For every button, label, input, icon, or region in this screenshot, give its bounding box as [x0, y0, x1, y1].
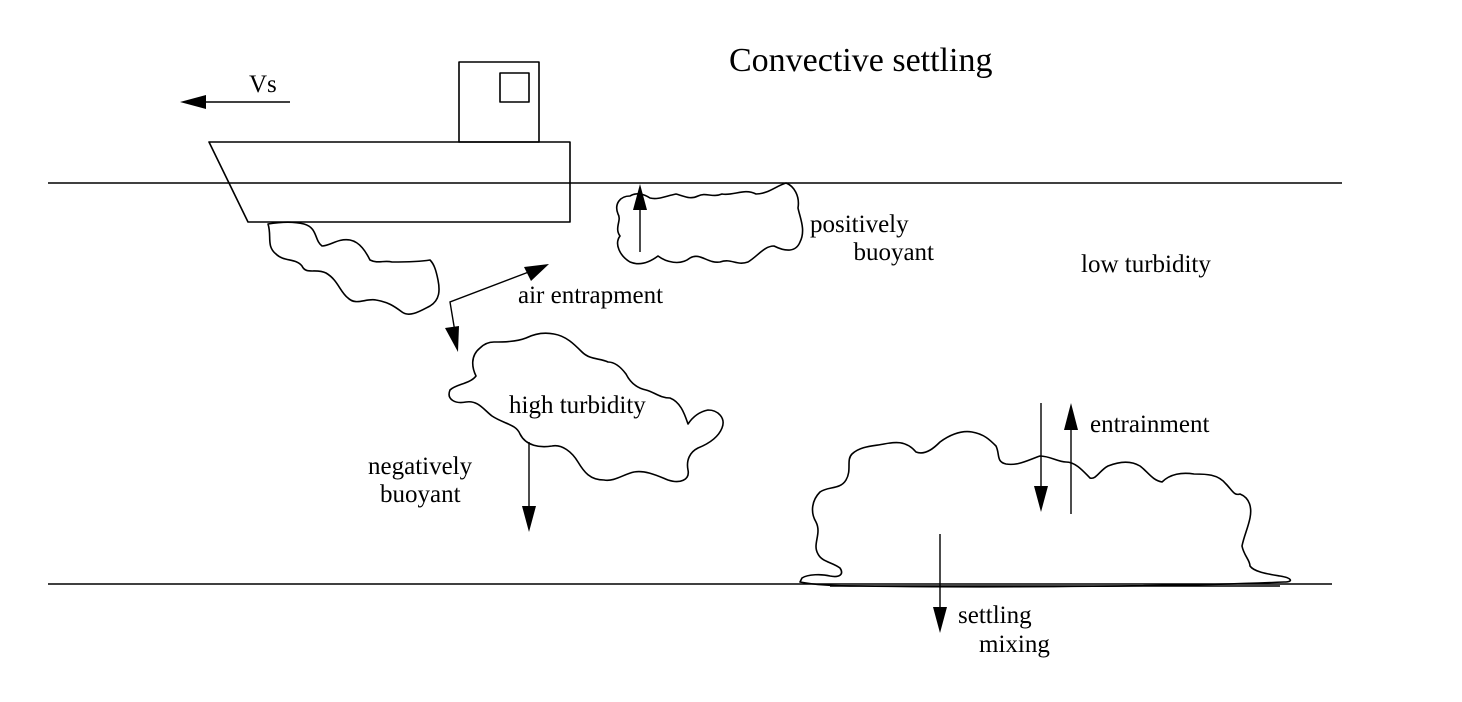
negatively-buoyant-line1: negatively: [368, 453, 473, 480]
entrainment-down-arrow: [1034, 403, 1048, 512]
positively-buoyant-label: positively buoyant: [810, 212, 934, 265]
low-turbidity-label: low turbidity: [1081, 251, 1211, 278]
mixing-label: mixing: [979, 631, 1050, 658]
vessel-speed-label: Vs: [249, 71, 277, 98]
vessel: [208, 61, 571, 223]
high-turbidity-label: high turbidity: [509, 392, 646, 419]
air-entrapment-label: air entrapment: [518, 282, 664, 309]
rise-arrow: [633, 184, 647, 252]
entrainment-label: entrainment: [1090, 411, 1210, 438]
vessel-hull: [208, 141, 571, 223]
negatively-buoyant-label: negatively buoyant: [368, 454, 492, 507]
vessel-speed-arrow: [180, 95, 290, 109]
discharge-plume: [267, 221, 440, 315]
vessel-cabin: [458, 61, 540, 143]
settling-arrow: [933, 534, 947, 633]
settling-mixing-label: settling mixing: [958, 603, 1050, 657]
positively-buoyant-line1: positively: [810, 211, 909, 238]
positively-buoyant-line2: buoyant: [853, 239, 934, 266]
sink-arrow: [522, 442, 536, 532]
entrainment-up-arrow: [1064, 403, 1078, 514]
settling-label: settling: [958, 602, 1032, 629]
bottom-plume: [799, 430, 1292, 588]
positively-buoyant-cloud: [615, 182, 804, 265]
negatively-buoyant-line2: buoyant: [380, 481, 461, 508]
air-entrapment-arrow: [445, 264, 549, 352]
diagram-title: Convective settling: [729, 42, 993, 79]
vessel-window: [499, 72, 530, 103]
high-turbidity-cloud: [448, 332, 724, 483]
